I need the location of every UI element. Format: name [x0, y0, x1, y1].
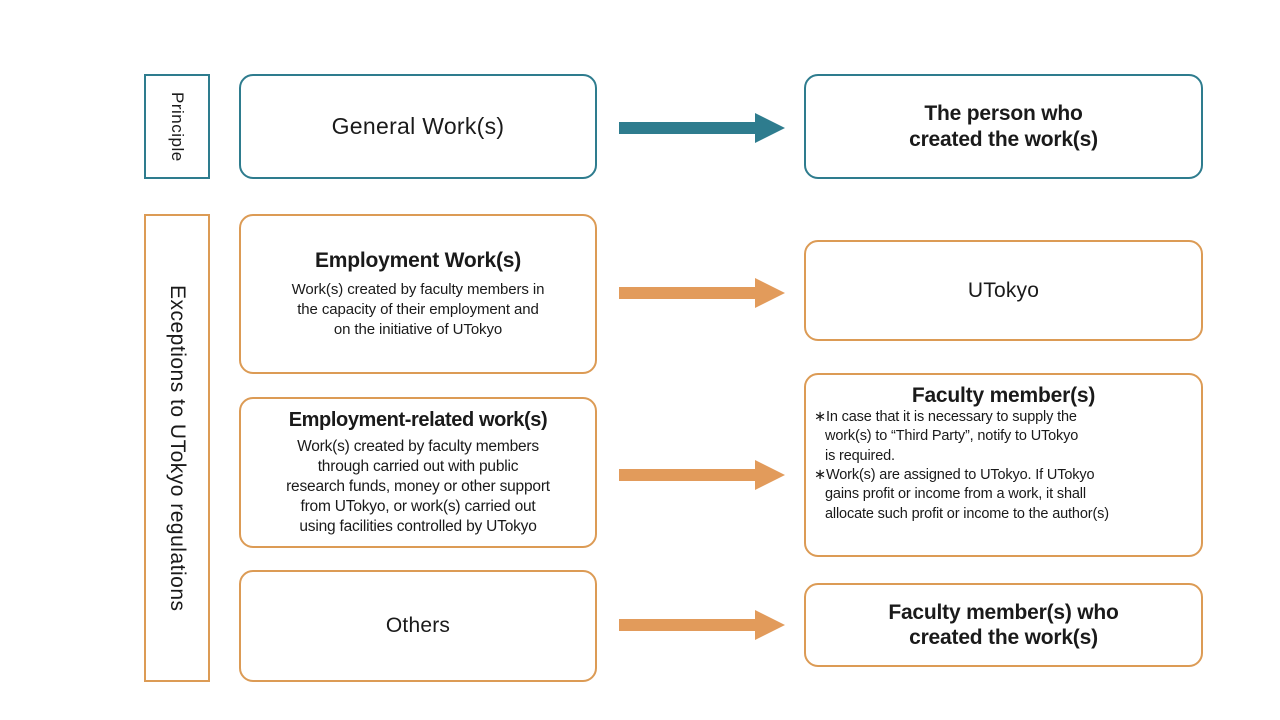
note-1-line-2: work(s) to “Third Party”, notify to UTok…: [825, 428, 1079, 445]
right-arrow-orange-1: [619, 278, 785, 308]
source-box-employment-related-works: Employment-related work(s) Work(s) creat…: [239, 397, 597, 548]
target-box-utokyo: UTokyo: [804, 240, 1203, 341]
note-2-line-2: gains profit or income from a work, it s…: [825, 486, 1086, 503]
right-arrow-orange-3: [619, 610, 785, 640]
note-2-line-1: ∗Work(s) are assigned to UTokyo. If UTok…: [814, 467, 1095, 484]
exceptions-label-text: Exceptions to UTokyo regulations: [166, 284, 189, 612]
target-box-person-who-created: The person who created the work(s): [804, 74, 1203, 179]
target-box-faculty-who-created: Faculty member(s) who created the work(s…: [804, 583, 1203, 667]
faculty-members-title: Faculty member(s): [911, 384, 1096, 407]
note-1-line-3: is required.: [825, 447, 895, 464]
note-1-line-1: ∗In case that it is necessary to supply …: [814, 409, 1077, 426]
person-who-line1: The person who: [924, 102, 1083, 126]
target-box-faculty-members: Faculty member(s) ∗In case that it is ne…: [804, 373, 1203, 557]
general-works-title: General Work(s): [331, 113, 505, 140]
principle-label-text: Principle: [168, 91, 187, 162]
employment-related-desc-line2: through carried out with public: [317, 457, 519, 475]
person-who-line2: created the work(s): [909, 127, 1098, 151]
employment-related-desc-line3: research funds, money or other support: [286, 477, 550, 495]
employment-works-title: Employment Work(s): [314, 249, 522, 273]
right-arrow-orange-2: [619, 460, 785, 490]
right-arrow-teal-1: [619, 113, 785, 143]
employment-related-desc-line1: Work(s) created by faculty members: [297, 437, 539, 455]
source-box-employment-works: Employment Work(s) Work(s) created by fa…: [239, 214, 597, 374]
employment-works-desc-line2: the capacity of their employment and: [297, 301, 539, 319]
employment-related-desc-line5: using facilities controlled by UTokyo: [299, 518, 537, 536]
faculty-who-created-line2: created the work(s): [909, 626, 1098, 649]
employment-works-desc-line1: Work(s) created by faculty members in: [291, 281, 545, 299]
employment-related-title: Employment-related work(s): [288, 408, 548, 431]
employment-works-desc-line3: on the initiative of UTokyo: [333, 320, 503, 338]
source-box-general-works: General Work(s): [239, 74, 597, 179]
employment-related-desc-line4: from UTokyo, or work(s) carried out: [300, 498, 536, 516]
note-2-line-3: allocate such profit or income to the au…: [825, 505, 1109, 522]
others-title: Others: [385, 614, 451, 638]
faculty-members-notes: ∗In case that it is necessary to supply …: [806, 408, 1201, 524]
utokyo-title: UTokyo: [967, 278, 1040, 302]
source-box-others: Others: [239, 570, 597, 682]
category-label-exceptions: Exceptions to UTokyo regulations: [144, 214, 210, 682]
category-label-principle: Principle: [144, 74, 210, 179]
faculty-who-created-line1: Faculty member(s) who: [888, 600, 1119, 624]
